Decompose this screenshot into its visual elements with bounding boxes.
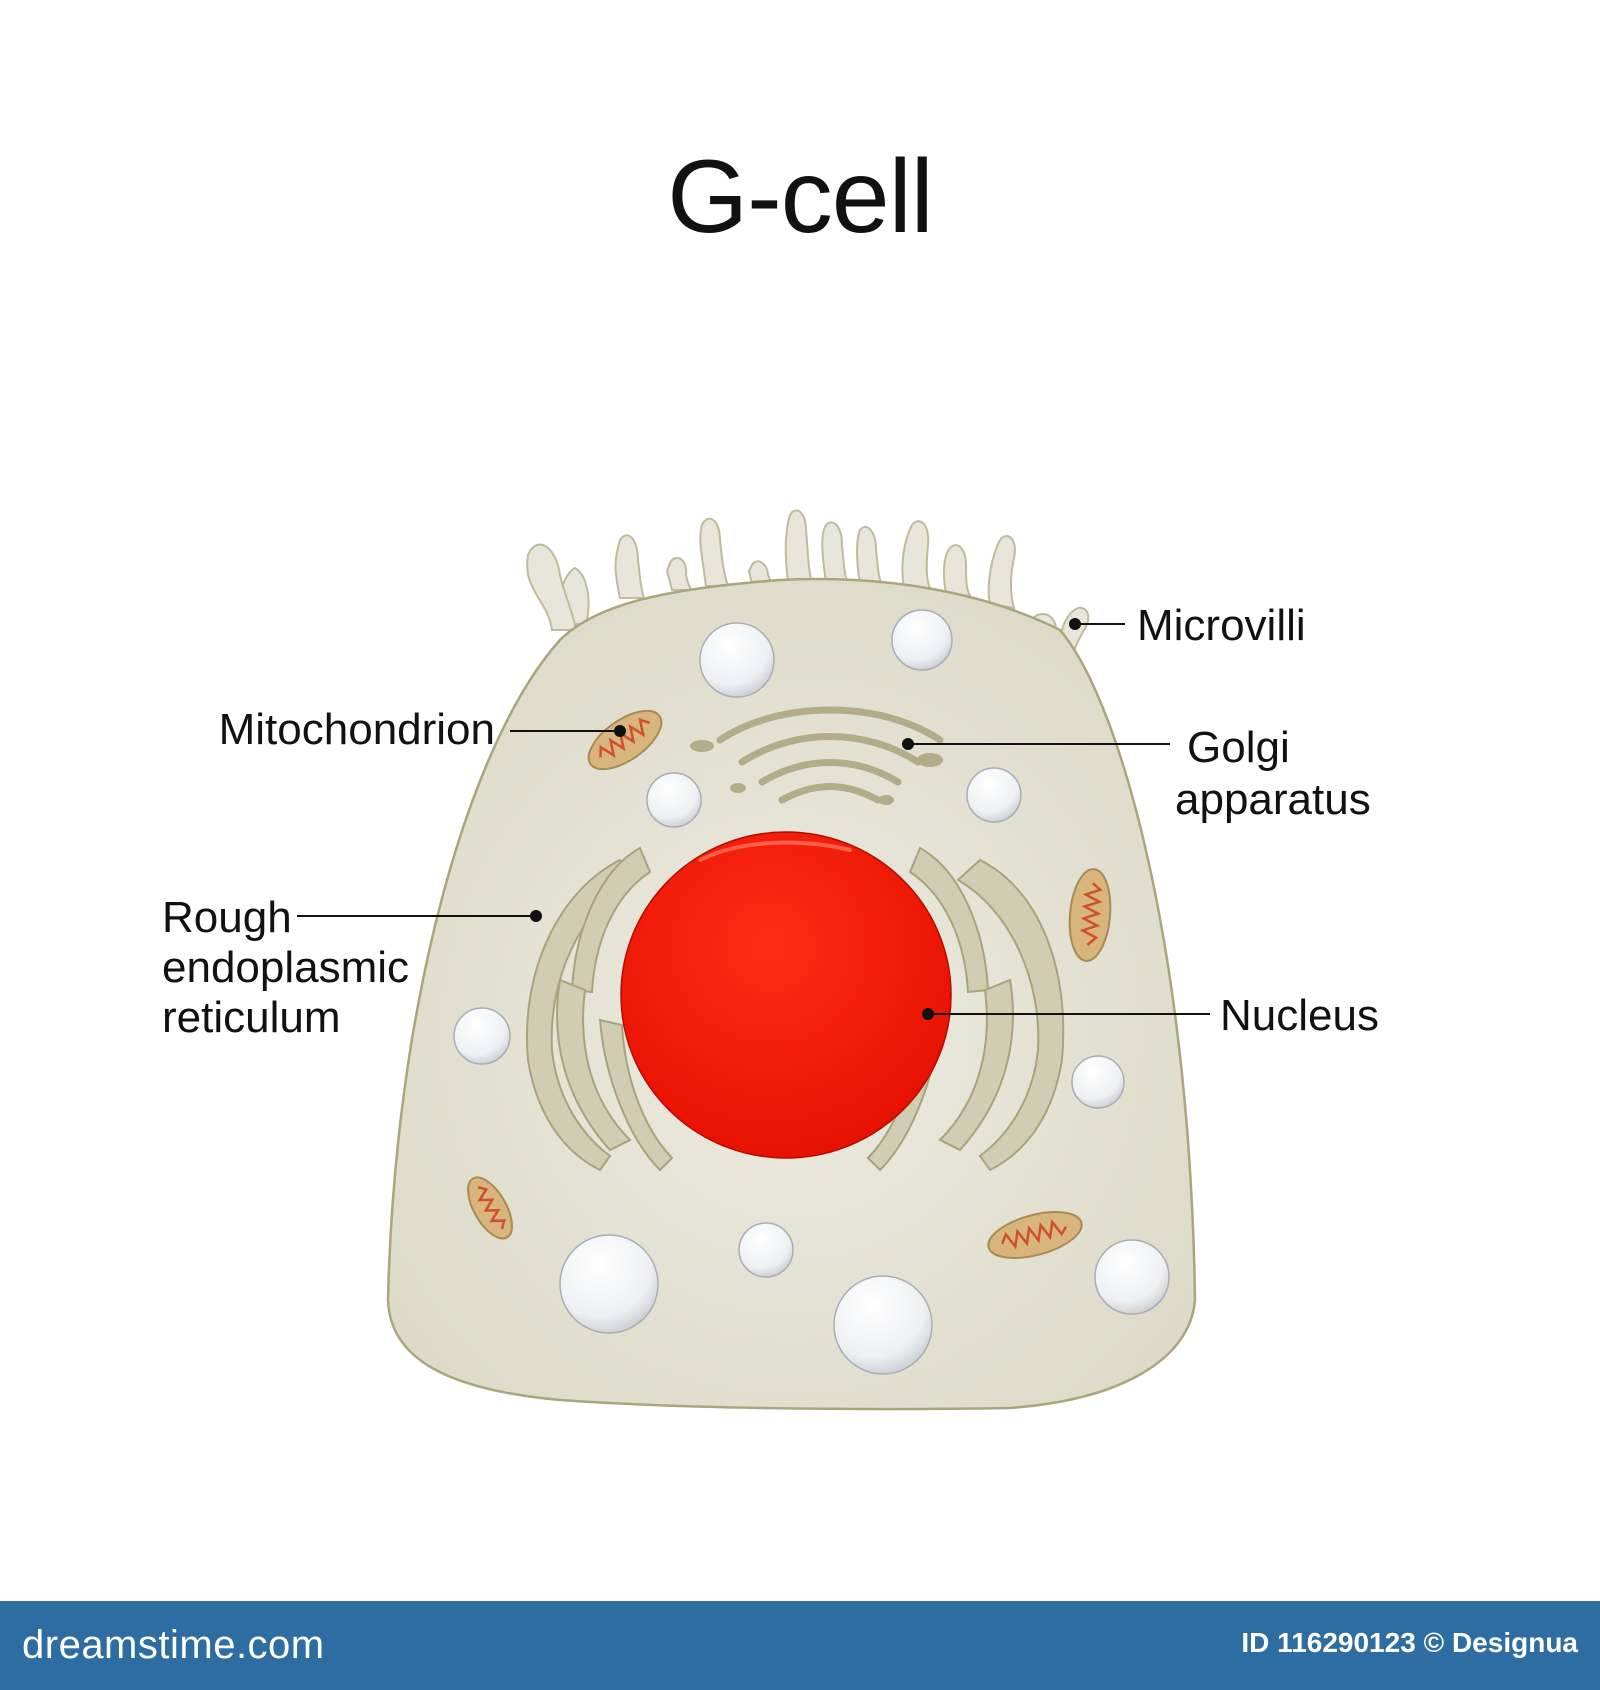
label-golgi-line1: Golgi xyxy=(1187,723,1290,772)
label-microvilli: Microvilli xyxy=(1137,601,1306,650)
label-rer-line1: Rough xyxy=(162,893,292,942)
vesicle xyxy=(1094,1239,1170,1315)
vesicle xyxy=(699,622,775,698)
label-mitochondrion: Mitochondrion xyxy=(219,705,495,754)
mitochondrion xyxy=(587,709,663,771)
vesicle xyxy=(559,1234,659,1334)
footer-image-id: ID 116290123 © Designua xyxy=(1241,1627,1578,1658)
vesicle xyxy=(891,609,953,671)
vesicle xyxy=(833,1275,933,1375)
microvillus xyxy=(942,544,972,598)
vesicle xyxy=(966,767,1022,823)
microvillus xyxy=(526,543,578,631)
microvillus xyxy=(901,520,932,589)
microvillus xyxy=(987,535,1016,610)
microvilli-group xyxy=(526,509,1090,663)
nucleus-highlight xyxy=(698,840,852,862)
mitochondria-group xyxy=(467,709,1112,1259)
nucleus xyxy=(620,831,952,1159)
mitochondrion xyxy=(467,1176,513,1240)
mitochondrion xyxy=(987,1211,1083,1259)
microvillus xyxy=(821,521,850,583)
vesicles-group xyxy=(453,609,1170,1375)
label-golgi-line2: apparatus xyxy=(1175,775,1371,824)
label-nucleus: Nucleus xyxy=(1220,991,1379,1040)
vesicle xyxy=(453,1007,511,1065)
vesicle xyxy=(1071,1055,1125,1109)
microvillus xyxy=(614,534,646,599)
rough-er-left xyxy=(526,846,674,1172)
g-cell-diagram: Microvilli Mitochondrion Golgi apparatus… xyxy=(162,509,1379,1411)
vesicle xyxy=(738,1222,794,1278)
microvillus xyxy=(784,509,814,583)
microvillus xyxy=(666,557,695,591)
vesicle xyxy=(646,772,702,828)
footer-brand[interactable]: dreamstime.com xyxy=(22,1623,325,1667)
label-rer-line3: reticulum xyxy=(162,993,341,1042)
footer-bar: dreamstime.com ID 116290123 © Designua xyxy=(0,1601,1600,1690)
microvillus xyxy=(856,525,884,585)
diagram-title: G-cell xyxy=(667,139,934,255)
leader-lines xyxy=(297,618,1210,1020)
microvillus xyxy=(699,517,730,587)
label-rer-line2: endoplasmic xyxy=(162,943,409,992)
mitochondrion xyxy=(1068,868,1112,962)
golgi-apparatus xyxy=(690,706,944,805)
